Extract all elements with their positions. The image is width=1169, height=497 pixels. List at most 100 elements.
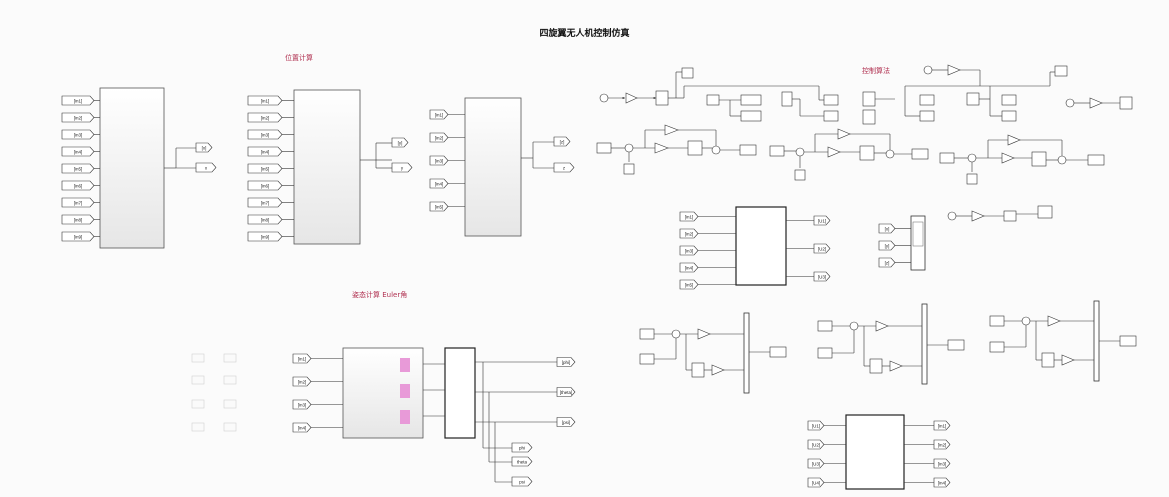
from-tag-pos3-0[interactable]: [in1] — [429, 109, 449, 120]
from-tag-pos2-3[interactable]: [in4] — [247, 146, 283, 157]
from-tag-mix-0-label: [in1] — [685, 215, 694, 220]
position-subsystem-3[interactable] — [464, 97, 522, 237]
from-tag-pos2-0[interactable]: [in1] — [247, 95, 283, 106]
motor-function-block[interactable] — [845, 414, 905, 490]
from-tag-pos1-8-label: [in9] — [74, 235, 83, 240]
from-tag-att-2-label: [in3] — [298, 403, 307, 408]
from-tag-motor-2[interactable]: [U3] — [807, 458, 825, 469]
goto-tag-motor-1[interactable]: [in2] — [933, 439, 951, 450]
scope-att-1[interactable]: theta — [511, 456, 533, 467]
goto-tag-mix-2[interactable]: [U3] — [813, 271, 831, 282]
from-tag-mix-4[interactable]: [in5] — [679, 279, 699, 290]
from-tag-pos1-4[interactable]: [in5] — [61, 163, 95, 174]
attitude-function-block[interactable] — [444, 347, 476, 439]
from-tag-pos1-2[interactable]: [in3] — [61, 129, 95, 140]
from-tag-pos3-0-label: [in1] — [435, 113, 444, 118]
scope-att-1-label: theta — [517, 460, 528, 465]
from-tag-pos2-7[interactable]: [in8] — [247, 214, 283, 225]
goto-tag-att-0[interactable]: [phi] — [556, 357, 576, 367]
from-tag-motor-1[interactable]: [U2] — [807, 439, 825, 450]
from-tag-pos3-3[interactable]: [in4] — [429, 178, 449, 189]
goto-tag-att-2-label: [psi] — [562, 420, 570, 425]
goto-tag-mix-0-label: [U1] — [818, 219, 826, 224]
position-subsystem-2[interactable] — [293, 89, 361, 245]
from-tag-mix-1[interactable]: [in2] — [679, 228, 699, 239]
attitude-subsystem[interactable] — [342, 347, 424, 439]
goto-tag-motor-0[interactable]: [in1] — [933, 420, 951, 431]
from-tag-pos3-1[interactable]: [in2] — [429, 132, 449, 143]
from-tag-mix-0[interactable]: [in1] — [679, 211, 699, 222]
from-tag-pos3-2[interactable]: [in3] — [429, 155, 449, 166]
scope-att-0-label: phi — [519, 446, 525, 451]
from-tag-pos3-4-label: [in5] — [435, 205, 444, 210]
goto-tag-att-1[interactable]: [theta] — [556, 387, 576, 397]
from-tag-demux-0-label: [x] — [885, 227, 890, 232]
goto-tag-y[interactable]: [y] — [391, 137, 409, 148]
from-tag-att-0[interactable]: [in1] — [292, 353, 312, 364]
from-tag-att-1[interactable]: [in2] — [292, 376, 312, 387]
section-label-control: 控制算法 — [862, 67, 890, 75]
position-subsystem-1[interactable] — [99, 87, 165, 249]
goto-tag-x-label: [x] — [202, 146, 207, 151]
from-tag-pos2-5[interactable]: [in6] — [247, 180, 283, 191]
scope-z[interactable]: z — [553, 162, 575, 173]
goto-tag-mix-0[interactable]: [U1] — [813, 215, 831, 226]
goto-tag-mix-1[interactable]: [U2] — [813, 243, 831, 254]
from-tag-pos2-1-label: [in2] — [261, 116, 270, 121]
goto-tag-x[interactable]: [x] — [195, 142, 213, 153]
from-tag-pos1-3-label: [in4] — [74, 150, 83, 155]
from-tag-pos2-4[interactable]: [in5] — [247, 163, 283, 174]
from-tag-pos2-1[interactable]: [in2] — [247, 112, 283, 123]
mux-bar-3[interactable] — [1093, 300, 1100, 382]
from-tag-demux-1[interactable]: [y] — [878, 240, 896, 251]
from-tag-pos2-8-label: [in9] — [261, 235, 270, 240]
goto-tag-att-2[interactable]: [psi] — [556, 417, 576, 427]
mixer-function-block[interactable] — [735, 206, 787, 286]
scope-x[interactable]: x — [195, 162, 217, 173]
from-tag-pos1-5[interactable]: [in6] — [61, 180, 95, 191]
from-tag-pos2-8[interactable]: [in9] — [247, 231, 283, 242]
mux-bar-2[interactable] — [921, 303, 928, 385]
from-tag-mix-3[interactable]: [in4] — [679, 262, 699, 273]
from-tag-pos1-6-label: [in7] — [74, 201, 83, 206]
goto-tag-motor-2-label: [in3] — [938, 462, 947, 467]
from-tag-pos2-6-label: [in7] — [261, 201, 270, 206]
goto-tag-motor-2[interactable]: [in3] — [933, 458, 951, 469]
goto-tag-y-label: [y] — [398, 141, 403, 146]
scope-y[interactable]: y — [391, 162, 413, 173]
from-tag-att-0-label: [in1] — [298, 357, 307, 362]
from-tag-motor-0-label: [U1] — [812, 424, 820, 429]
from-tag-pos1-6[interactable]: [in7] — [61, 197, 95, 208]
from-tag-pos1-0-label: [in1] — [74, 99, 83, 104]
from-tag-pos3-4[interactable]: [in5] — [429, 201, 449, 212]
from-tag-mix-4-label: [in5] — [685, 283, 694, 288]
from-tag-pos2-6[interactable]: [in7] — [247, 197, 283, 208]
goto-tag-z[interactable]: [z] — [553, 136, 571, 147]
from-tag-pos2-3-label: [in4] — [261, 150, 270, 155]
from-tag-demux-2[interactable]: [z] — [878, 257, 896, 268]
from-tag-pos1-1-label: [in2] — [74, 116, 83, 121]
mux-bar-1[interactable] — [743, 312, 750, 394]
from-tag-pos3-1-label: [in2] — [435, 136, 444, 141]
scope-att-0[interactable]: phi — [511, 442, 533, 453]
from-tag-pos1-0[interactable]: [in1] — [61, 95, 95, 106]
scope-att-2[interactable]: psi — [511, 476, 533, 487]
goto-tag-z-label: [z] — [560, 140, 565, 145]
from-tag-demux-0[interactable]: [x] — [878, 223, 896, 234]
from-tag-att-3[interactable]: [in4] — [292, 422, 312, 433]
goto-tag-motor-3[interactable]: [in4] — [933, 477, 951, 488]
from-tag-pos2-2[interactable]: [in3] — [247, 129, 283, 140]
scope-y-label: y — [401, 166, 404, 171]
from-tag-att-3-label: [in4] — [298, 426, 307, 431]
from-tag-motor-3[interactable]: [U4] — [807, 477, 825, 488]
from-tag-motor-0[interactable]: [U1] — [807, 420, 825, 431]
from-tag-mix-2[interactable]: [in3] — [679, 245, 699, 256]
from-tag-att-2[interactable]: [in3] — [292, 399, 312, 410]
from-tag-pos1-7[interactable]: [in8] — [61, 214, 95, 225]
from-tag-pos1-3[interactable]: [in4] — [61, 146, 95, 157]
from-tag-pos1-8[interactable]: [in9] — [61, 231, 95, 242]
from-tag-pos2-5-label: [in6] — [261, 184, 270, 189]
from-tag-pos1-1[interactable]: [in2] — [61, 112, 95, 123]
